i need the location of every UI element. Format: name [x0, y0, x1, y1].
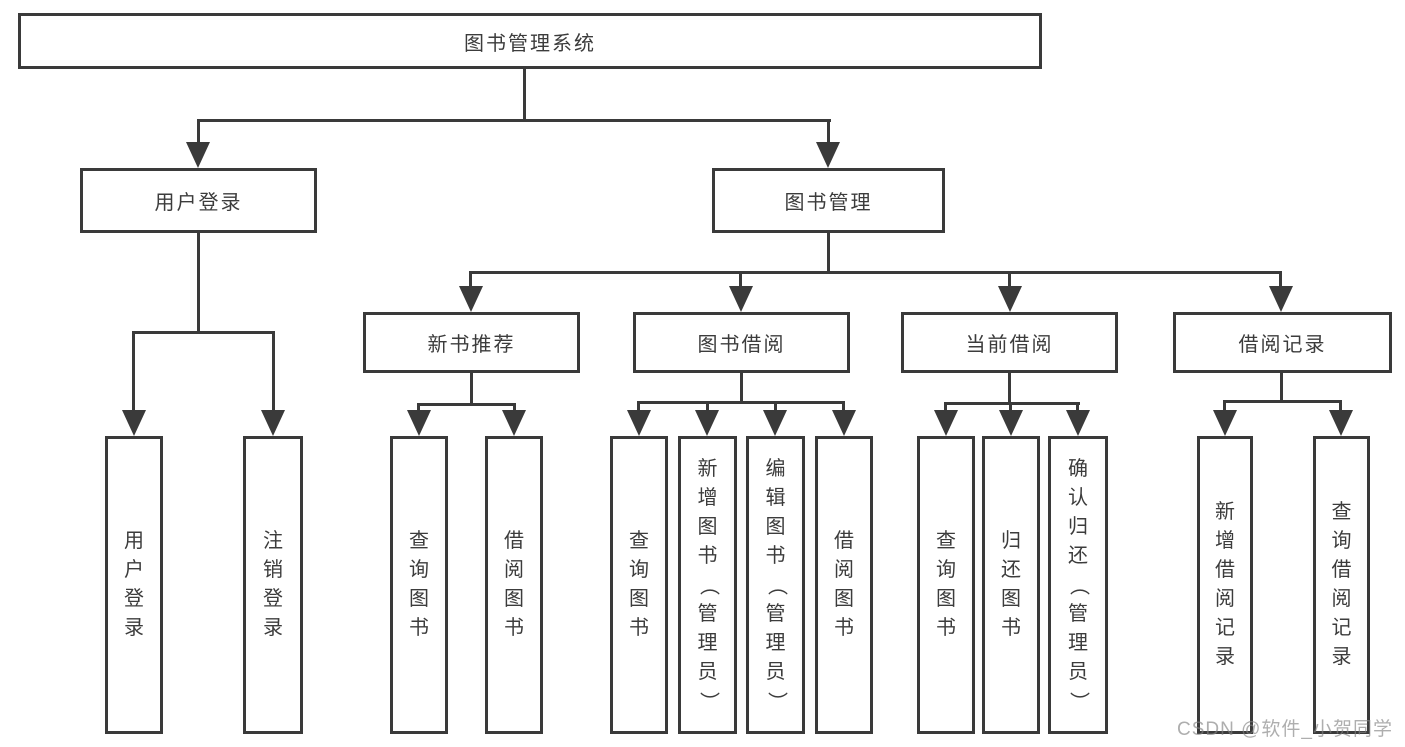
connector-line: [637, 401, 640, 414]
connector-line: [1009, 402, 1012, 414]
leaf-current-confirm-return-admin: 确认归还（管理员）: [1048, 436, 1108, 734]
leaf-logout: 注销登录: [243, 436, 303, 734]
leaf-borrow-edit-books-admin: 编辑图书（管理员）: [746, 436, 805, 734]
arrow-down-icon: [1269, 286, 1293, 312]
connector-line: [1008, 373, 1011, 405]
connector-line: [827, 233, 830, 274]
node-book-management: 图书管理: [712, 168, 945, 233]
connector-line: [706, 401, 709, 414]
connector-line: [740, 373, 743, 404]
leaf-logout-label: 注销登录: [263, 530, 283, 639]
leaf-current-query-books-label: 查询图书: [936, 530, 956, 639]
leaf-newbook-query-books: 查询图书: [390, 436, 448, 734]
arrow-down-icon: [763, 410, 787, 436]
node-borrow-records-label: 借阅记录: [1238, 334, 1327, 356]
node-borrow-records: 借阅记录: [1173, 312, 1392, 373]
node-book-borrow-label: 图书借阅: [697, 334, 786, 356]
arrow-down-icon: [934, 410, 958, 436]
leaf-user-login: 用户登录: [105, 436, 163, 734]
connector-line: [739, 271, 742, 291]
leaf-records-query-record-label: 查询借阅记录: [1331, 501, 1352, 668]
node-current-borrow-label: 当前借阅: [965, 334, 1054, 356]
arrow-down-icon: [695, 410, 719, 436]
leaf-borrow-add-books-admin-label: 新增图书（管理员）: [697, 457, 719, 712]
arrow-down-icon: [1213, 410, 1237, 436]
connector-line: [1279, 271, 1282, 291]
node-root: 图书管理系统: [18, 13, 1042, 69]
leaf-current-confirm-return-admin-label: 确认归还（管理员）: [1067, 457, 1090, 712]
arrow-down-icon: [832, 410, 856, 436]
leaf-borrow-add-books-admin: 新增图书（管理员）: [678, 436, 737, 734]
node-new-book-recommend: 新书推荐: [363, 312, 580, 373]
leaf-user-login-label: 用户登录: [124, 530, 144, 639]
connector-line: [132, 331, 275, 334]
connector-line: [197, 233, 200, 334]
arrow-down-icon: [1066, 410, 1090, 436]
connector-line: [417, 403, 516, 406]
arrow-down-icon: [186, 142, 210, 168]
node-new-book-recommend-label: 新书推荐: [427, 334, 516, 356]
leaf-current-query-books: 查询图书: [917, 436, 975, 734]
leaf-newbook-borrow-books: 借阅图书: [485, 436, 543, 734]
node-root-label: 图书管理系统: [464, 32, 596, 55]
connector-line: [1008, 271, 1011, 291]
connector-line: [1223, 400, 1226, 414]
connector-line: [469, 271, 472, 291]
connector-line: [132, 331, 135, 412]
arrow-down-icon: [729, 286, 753, 312]
arrow-down-icon: [261, 410, 285, 436]
watermark: CSDN @软件_小贺同学: [1177, 719, 1393, 740]
connector-line: [637, 401, 845, 404]
arrow-down-icon: [998, 286, 1022, 312]
leaf-records-add-record-label: 新增借阅记录: [1215, 501, 1235, 668]
leaf-records-query-record: 查询借阅记录: [1313, 436, 1370, 734]
connector-line: [469, 271, 1282, 274]
node-book-management-label: 图书管理: [784, 192, 873, 214]
leaf-records-add-record: 新增借阅记录: [1197, 436, 1253, 734]
arrow-down-icon: [502, 410, 526, 436]
node-user-login: 用户登录: [80, 168, 317, 233]
node-book-borrow: 图书借阅: [633, 312, 850, 373]
leaf-borrow-borrow-books-label: 借阅图书: [834, 530, 854, 639]
leaf-newbook-borrow-books-label: 借阅图书: [504, 530, 524, 639]
connector-line: [1223, 400, 1342, 403]
connector-line: [842, 401, 845, 414]
connector-line: [1076, 402, 1079, 414]
connector-line: [944, 402, 1080, 405]
leaf-borrow-query-books: 查询图书: [610, 436, 668, 734]
arrow-down-icon: [459, 286, 483, 312]
node-user-login-label: 用户登录: [154, 192, 243, 214]
leaf-borrow-borrow-books: 借阅图书: [815, 436, 873, 734]
connector-line: [774, 401, 777, 414]
connector-line: [272, 331, 275, 412]
connector-line: [523, 69, 526, 120]
arrow-down-icon: [627, 410, 651, 436]
node-current-borrow: 当前借阅: [901, 312, 1118, 373]
leaf-borrow-query-books-label: 查询图书: [629, 530, 649, 639]
leaf-current-return-books: 归还图书: [982, 436, 1040, 734]
connector-line: [197, 119, 831, 122]
connector-line: [827, 119, 830, 149]
arrow-down-icon: [816, 142, 840, 168]
arrow-down-icon: [999, 410, 1023, 436]
connector-line: [1339, 400, 1342, 414]
leaf-newbook-query-books-label: 查询图书: [409, 530, 429, 639]
connector-line: [197, 119, 200, 149]
connector-line: [513, 403, 516, 415]
arrow-down-icon: [1329, 410, 1353, 436]
connector-line: [417, 403, 420, 415]
connector-line: [1280, 373, 1283, 403]
arrow-down-icon: [122, 410, 146, 436]
leaf-borrow-edit-books-admin-label: 编辑图书（管理员）: [765, 457, 787, 712]
arrow-down-icon: [407, 410, 431, 436]
connector-line: [944, 402, 947, 414]
leaf-current-return-books-label: 归还图书: [1001, 530, 1021, 639]
connector-line: [470, 373, 473, 406]
